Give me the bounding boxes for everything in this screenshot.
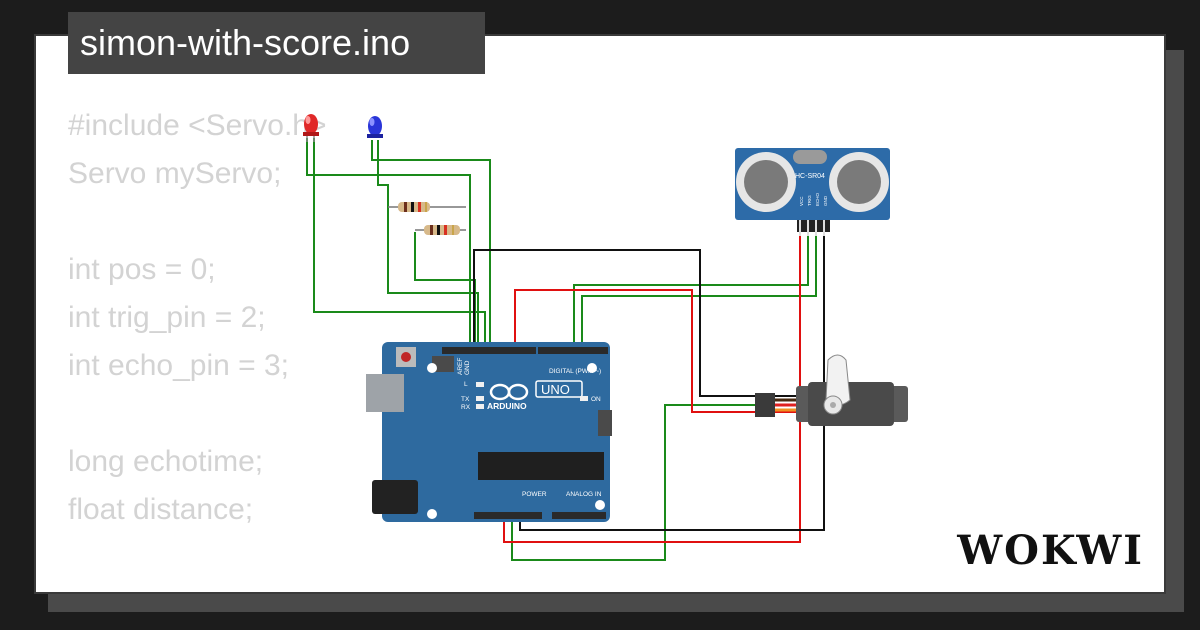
sensor-pin-label: GND (823, 195, 828, 206)
rx-label: RX (461, 404, 471, 411)
digital-label: DIGITAL (PWM ~) (549, 368, 601, 375)
tx-label: TX (461, 396, 470, 403)
code-line: int pos = 0; (68, 253, 216, 286)
sensor-label: HC-SR04 (795, 173, 825, 180)
code-line: long echotime; (68, 445, 264, 478)
code-line: Servo myServo; (68, 157, 282, 190)
reset-button[interactable] (401, 352, 411, 362)
power-header (474, 512, 542, 519)
servo-motor[interactable] (755, 354, 908, 426)
l-label: L (464, 381, 468, 388)
hc-sr04-sensor[interactable]: HC-SR04 VCC TRIG ECHO GND (735, 148, 890, 236)
atmega-chip (478, 452, 604, 480)
sensor-pin-label: ECHO (815, 192, 820, 206)
aref-label: AREF (457, 358, 464, 375)
sensor-pin-label: TRIG (807, 195, 812, 206)
power-jack (372, 480, 418, 514)
resistor[interactable] (415, 225, 466, 235)
digital-header (442, 347, 536, 354)
sensor-pin-label: VCC (799, 196, 804, 206)
usb-port (366, 374, 404, 412)
analog-header (552, 512, 606, 519)
wokwi-logo: WOKWI (957, 527, 1144, 574)
arduino-logo: UNO ARDUINO (487, 380, 583, 411)
arduino-uno-board[interactable]: AREF GND DIGITAL (PWM ~) L TX RX ON POWE… (366, 342, 612, 522)
code-line: float distance; (68, 493, 254, 526)
project-title: simon-with-score.ino (68, 12, 485, 74)
red-led[interactable] (303, 114, 319, 142)
code-line: #include <Servo.h> (68, 109, 327, 142)
code-line: int trig_pin = 2; (68, 301, 266, 334)
blue-led[interactable] (367, 116, 383, 138)
power-label: POWER (522, 491, 547, 498)
analog-label: ANALOG IN (566, 491, 602, 498)
code-preview: #include <Servo.h> Servo myServo; int po… (68, 102, 327, 592)
code-line: int echo_pin = 3; (68, 349, 290, 382)
resistor[interactable] (388, 202, 466, 212)
code-line: void setup() { (68, 582, 327, 592)
arduino-brand: ARDUINO (487, 401, 527, 411)
uno-label: UNO (541, 382, 570, 397)
gnd-label: GND (464, 360, 471, 375)
on-label: ON (591, 396, 601, 403)
preview-card: #include <Servo.h> Servo myServo; int po… (34, 34, 1166, 594)
